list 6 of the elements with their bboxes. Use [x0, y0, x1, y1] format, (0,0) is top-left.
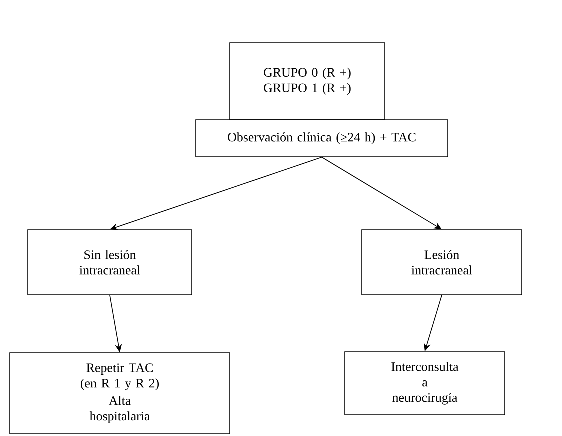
- process-box: Lesión intracraneal: [362, 230, 522, 296]
- process-box: Sin lesión intracraneal: [28, 230, 192, 296]
- process-box: Repetir TAC (en R 1 y R 2) Alta hospitalaria: [10, 352, 230, 434]
- process-box: Observación clínica (≥24 h) + TAC: [196, 120, 448, 158]
- process-box: GRUPO 0 (R +) GRUPO 1 (R +): [230, 42, 386, 120]
- process-box: Interconsulta a neurocirugía: [344, 352, 506, 416]
